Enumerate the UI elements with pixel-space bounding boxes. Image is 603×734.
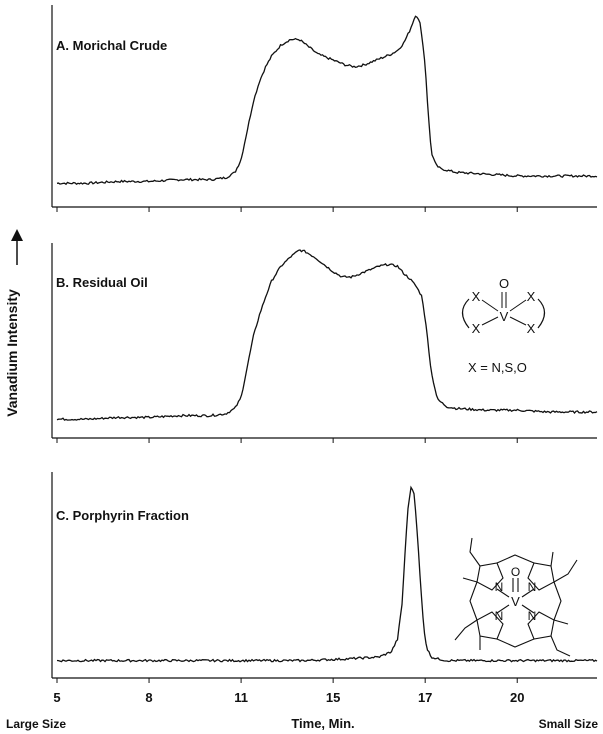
x-tick-label: 17 xyxy=(418,690,432,705)
inset-b-bond-tr xyxy=(509,299,527,312)
panel-a-trace xyxy=(56,15,598,186)
pyrrole-ring-top-left xyxy=(476,562,504,591)
pyrrole-ring-top-right xyxy=(527,562,555,591)
inset-c-porphyrin-structure xyxy=(454,537,578,657)
inset-c-n-top-left: N xyxy=(495,580,504,594)
inset-c-vanadium: V xyxy=(511,594,520,609)
inset-b-x-bottom-left: X xyxy=(472,321,481,336)
inset-b-x-top-right: X xyxy=(527,289,536,304)
inset-c-atoms: O V N N N N xyxy=(495,565,537,623)
inset-b-x-bottom-right: X xyxy=(527,321,536,336)
ethyl-bottom-left xyxy=(454,619,478,641)
x-axis-label: Time, Min. xyxy=(291,716,354,731)
x-tick-label: 11 xyxy=(234,690,248,705)
nv-bond-tr xyxy=(521,588,535,598)
x-tick-label: 15 xyxy=(326,690,340,705)
inset-b-vanadyl-structure: O V X X X X X = N,S,O xyxy=(461,276,546,375)
pyrrole-ring-bottom-left xyxy=(476,611,504,640)
panel-a-ticks xyxy=(56,207,518,212)
inset-c-n-top-right: N xyxy=(528,580,537,594)
inset-b-chelate-left xyxy=(461,298,470,329)
meso-bridge-bottom xyxy=(496,638,535,648)
meso-bridge-right xyxy=(553,581,562,621)
inset-b-bond-br xyxy=(509,316,527,326)
inset-b-chelate-right xyxy=(537,298,546,329)
nv-bond-br xyxy=(521,604,535,614)
x-tick-label: 8 xyxy=(145,690,152,705)
panel-c: C. Porphyrin Fraction xyxy=(51,472,598,683)
inset-b-bond-tl xyxy=(481,299,499,312)
y-axis-label: Vanadium Intensity xyxy=(4,289,20,417)
ethyl-top-right xyxy=(553,559,578,583)
inset-b-oxygen: O xyxy=(499,276,509,291)
pyrrole-ring-bottom-right xyxy=(527,611,555,640)
ethyl-top-left xyxy=(469,537,481,567)
panel-a: A. Morichal Crude xyxy=(51,5,598,212)
ethyl-bottom-right xyxy=(550,635,571,657)
inset-b-vanadium: V xyxy=(500,309,509,324)
panel-b-ticks xyxy=(56,438,518,443)
methyl-right-bottom xyxy=(553,619,569,625)
methyl-top-right xyxy=(550,551,554,567)
meso-bridge-top xyxy=(496,554,535,564)
x-tick-label: 5 xyxy=(53,690,60,705)
x-left-label: Large Size xyxy=(6,717,66,731)
methyl-left-top xyxy=(462,577,478,583)
nv-bond-tl xyxy=(496,588,510,598)
inset-c-n-bottom-right: N xyxy=(528,609,537,623)
inset-c-n-bottom-left: N xyxy=(495,609,504,623)
panel-b-trace xyxy=(56,249,598,421)
panel-c-ticks xyxy=(56,678,518,683)
nv-bond-bl xyxy=(496,604,510,614)
meso-bridge-left xyxy=(469,581,478,621)
x-tick-labels: 5 8 11 15 17 20 xyxy=(53,690,524,705)
x-right-label: Small Size xyxy=(539,717,599,731)
panel-b-title: B. Residual Oil xyxy=(56,275,148,290)
y-axis-label-group: Vanadium Intensity xyxy=(4,229,23,417)
x-tick-label: 20 xyxy=(510,690,524,705)
panel-a-title: A. Morichal Crude xyxy=(56,38,167,53)
inset-b-equation: X = N,S,O xyxy=(468,360,527,375)
inset-c-oxygen: O xyxy=(511,565,520,579)
inset-b-bond-bl xyxy=(481,316,499,326)
panel-c-trace xyxy=(56,485,598,663)
panel-b: B. Residual Oil xyxy=(51,243,598,443)
inset-b-x-top-left: X xyxy=(472,289,481,304)
panel-c-title: C. Porphyrin Fraction xyxy=(56,508,189,523)
